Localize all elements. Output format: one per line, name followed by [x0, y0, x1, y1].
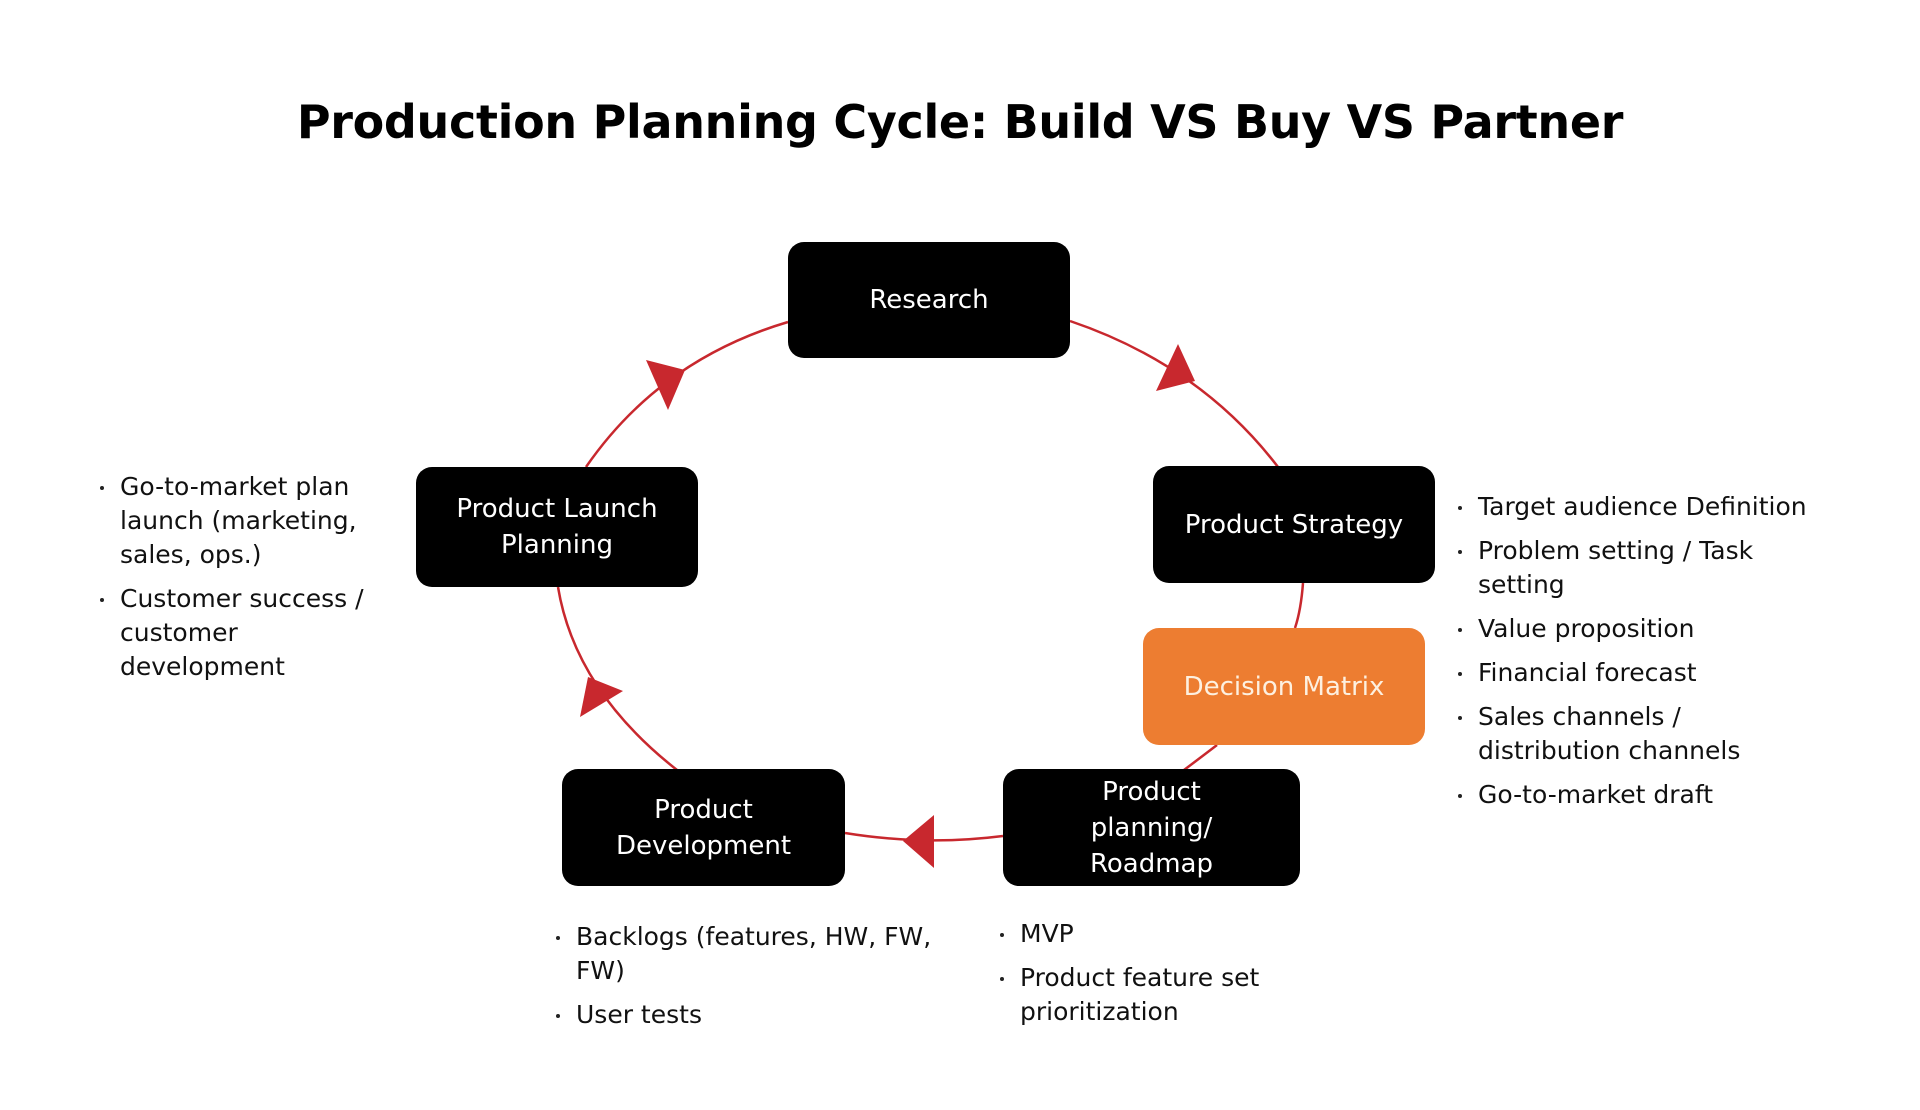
arrow-development-to-launch-icon: [580, 677, 623, 717]
connector-development-to-launch: [556, 586, 678, 771]
connector-research-to-strategy: [1069, 319, 1279, 468]
node-decision-matrix: Decision Matrix: [1143, 628, 1425, 745]
connector-decision-to-planning: [1183, 744, 1218, 771]
node-product-launch-planning: Product Launch Planning: [416, 467, 698, 587]
node-product-planning: Product planning/ Roadmap: [1003, 769, 1300, 886]
note-item: Customer success / customer development: [100, 582, 390, 684]
bullet-icon: [1458, 628, 1462, 632]
note-item: Go-to-market draft: [1458, 778, 1818, 812]
bullet-icon: [1458, 506, 1462, 510]
node-product-launch-planning-label: Product Launch Planning: [456, 494, 658, 560]
bullet-icon: [556, 936, 560, 940]
notes-product-strategy: Target audience Definition Problem setti…: [1458, 490, 1818, 822]
bullet-icon: [1458, 672, 1462, 676]
arrow-planning-to-development-icon: [903, 815, 934, 868]
note-item: Financial forecast: [1458, 656, 1818, 690]
node-decision-matrix-label: Decision Matrix: [1183, 671, 1385, 702]
note-item: Target audience Definition: [1458, 490, 1818, 524]
node-research: Research: [788, 242, 1070, 358]
bullet-icon: [1000, 977, 1004, 981]
bullet-icon: [1000, 933, 1004, 937]
note-item: Problem setting / Task setting: [1458, 534, 1818, 602]
node-product-strategy-label: Product Strategy: [1184, 509, 1404, 540]
node-product-development: Product Development: [562, 769, 845, 886]
note-item: Product feature set prioritization: [1000, 961, 1330, 1029]
node-product-strategy: Product Strategy: [1153, 466, 1435, 583]
connector-strategy-to-decision: [1293, 582, 1305, 629]
arrow-launch-to-research-icon: [646, 360, 685, 410]
note-item: MVP: [1000, 917, 1330, 951]
bullet-icon: [1458, 550, 1462, 554]
bullet-icon: [1458, 794, 1462, 798]
connector-launch-to-research: [584, 320, 789, 468]
arrow-research-to-strategy-icon: [1156, 344, 1195, 391]
bullet-icon: [1458, 716, 1462, 720]
bullet-icon: [100, 486, 104, 490]
diagram-title: Production Planning Cycle: Build VS Buy …: [296, 95, 1624, 149]
note-item: Value proposition: [1458, 612, 1818, 646]
note-item: Sales channels / distribution channels: [1458, 700, 1818, 768]
notes-product-planning: MVP Product feature set prioritization: [1000, 917, 1330, 1039]
bullet-icon: [556, 1014, 560, 1018]
node-product-planning-label: Product planning/ Roadmap: [1089, 776, 1213, 879]
notes-product-development: Backlogs (features, HW, FW, FW) User tes…: [556, 920, 946, 1042]
note-item: Go-to-market plan launch (marketing, sal…: [100, 470, 390, 572]
note-item: Backlogs (features, HW, FW, FW): [556, 920, 946, 988]
node-research-label: Research: [869, 285, 989, 315]
notes-product-launch: Go-to-market plan launch (marketing, sal…: [100, 470, 390, 694]
node-product-development-label: Product Development: [615, 794, 792, 861]
note-item: User tests: [556, 998, 946, 1032]
bullet-icon: [100, 598, 104, 602]
